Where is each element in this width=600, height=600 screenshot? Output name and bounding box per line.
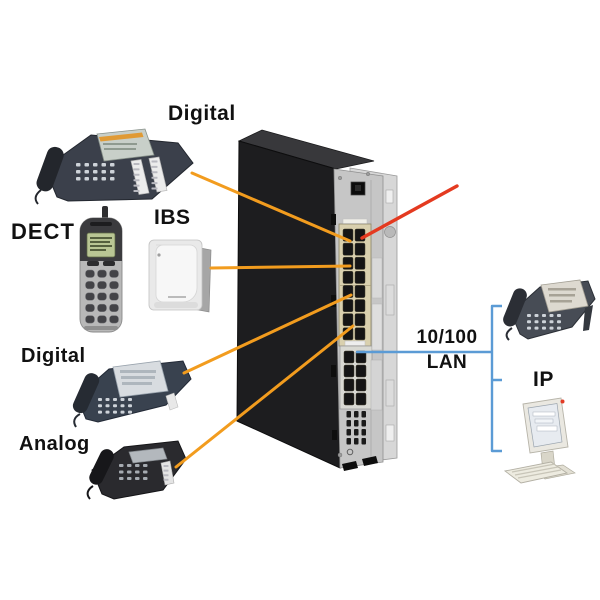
button-strip [130,159,150,195]
lan-bracket [490,304,502,453]
analog-line [174,324,355,469]
handset-cord [73,413,81,428]
tab [331,365,336,377]
strip-keys [133,163,140,192]
handset-cord [34,189,42,205]
screw [337,452,343,458]
ground-symbol [346,448,354,456]
tab [332,430,337,440]
display-line [548,288,576,291]
port-label-strip [344,340,366,346]
flange-slot [385,189,394,204]
pbx-unit [236,129,398,471]
screen-window [536,425,558,432]
monitor-led [560,399,565,404]
ibs-cover [155,244,198,303]
label-ibs: IBS [154,206,191,229]
port-label-strip [342,218,368,224]
handset [503,288,527,327]
extension-port-grid [342,228,366,341]
label-lan-speed: 10/100 [416,327,478,348]
keypad [76,163,115,181]
dect-handset-icon [79,206,123,333]
earpiece [90,222,112,226]
digital-phone-top-icon [34,128,194,205]
display-line [121,376,155,379]
label-digital-top: Digital [168,102,236,125]
display-line [550,300,572,303]
ip-terminal-icon [503,397,576,484]
monitor-screen [527,403,563,448]
ip-phone-icon [503,279,596,341]
button-strip [165,392,179,411]
tab [331,214,336,225]
screen-window [534,418,554,424]
foot [362,456,378,466]
soft-key [103,261,115,266]
label-sticker [371,303,383,351]
label-dect: DECT [11,219,75,244]
trunk-line [360,184,459,240]
lcd-line [90,249,106,251]
phone-stand [583,305,593,331]
keypad [527,314,561,330]
screw [365,171,371,177]
label-ip: IP [533,368,554,391]
keyboard [503,461,569,484]
display-line [103,143,137,145]
label-sticker [370,359,383,411]
display-strip [99,132,144,142]
ibs-led [157,253,161,257]
label-lan-name: LAN [426,352,468,373]
keypad [98,398,132,414]
display-line [104,148,136,150]
button-strip [148,156,168,193]
display-line [120,370,156,373]
label-analog: Analog [19,433,90,455]
lcd-line [90,245,112,247]
handset [89,449,114,485]
screen-window [532,411,556,417]
keypad [119,464,148,480]
ibs-logo-line [168,296,186,298]
flange-slot [385,379,395,407]
flange-slot [385,284,395,316]
label-sticker [371,257,383,299]
keyboard-keys [511,463,562,479]
strip-keys [163,465,169,481]
keypad [85,269,119,324]
flange-hole [384,226,396,238]
ibs-base-station-icon [148,239,212,313]
pbx-front-face [236,140,341,469]
display-line [122,382,152,385]
lcd-line [90,237,112,239]
power-jack-pin [355,185,361,191]
display-line [549,294,575,297]
handset-base-edge [84,326,118,330]
ibs-lip [154,302,198,308]
phone-display [128,447,168,464]
digital-mid-line [182,293,353,375]
vent-slots [346,411,366,445]
lcd-line [90,241,110,243]
ibs-line [209,264,352,270]
label-digital-mid: Digital [21,345,86,367]
handset [72,373,100,414]
foot [342,461,358,471]
soft-key [87,261,99,266]
strip-keys [151,160,158,190]
flange-slot [385,424,395,442]
screw [337,175,343,181]
handset-cord [86,485,94,500]
analog-phone-icon [86,440,187,500]
tab [331,295,336,307]
digital-phone-mid-icon [72,360,192,428]
handset [36,146,64,192]
handset-cord [505,327,513,341]
digital-top-line [190,171,352,243]
connection-lines [174,171,502,469]
